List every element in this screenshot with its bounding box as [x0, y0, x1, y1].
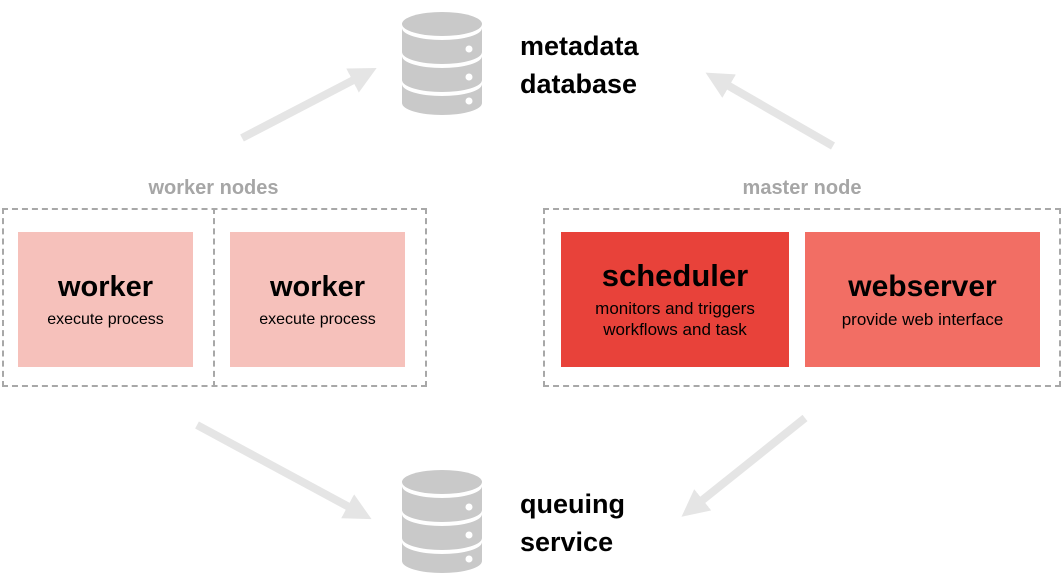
scheduler-subtitle: monitors and triggers workflows and task	[595, 298, 755, 340]
master-node-group-label: master node	[742, 177, 862, 199]
queuing-service-label-line1: queuing	[520, 489, 625, 519]
worker-1-box: worker execute process	[18, 232, 193, 367]
arrow-master-to-metadata-db	[705, 72, 835, 150]
arrow-workers-to-metadata-db	[240, 67, 377, 142]
metadata-database-label: metadata database	[520, 27, 639, 103]
worker-1-subtitle: execute process	[47, 310, 164, 328]
scheduler-subtitle-line1: monitors and triggers	[595, 299, 755, 318]
scheduler-title: scheduler	[601, 258, 749, 293]
database-icon	[402, 12, 482, 115]
worker-1-title: worker	[57, 270, 154, 303]
queuing-service-label: queuing service	[520, 485, 625, 561]
scheduler-subtitle-line2: workflows and task	[603, 320, 747, 339]
metadata-database-label-line2: database	[520, 69, 638, 99]
webserver-box: webserver provide web interface	[805, 232, 1040, 367]
arrow-master-to-queuing-service	[681, 414, 808, 517]
queuing-service-label-line2: service	[520, 527, 614, 557]
worker-2-box: worker execute process	[230, 232, 405, 367]
webserver-subtitle: provide web interface	[841, 309, 1004, 329]
worker-2-title: worker	[269, 270, 366, 303]
master-node-group-box	[543, 208, 1061, 387]
metadata-database-node: metadata database	[400, 11, 639, 115]
worker-nodes-group-divider	[213, 208, 215, 387]
worker-nodes-group-label: worker nodes	[148, 177, 279, 199]
arrow-workers-to-queuing-service	[195, 421, 372, 520]
webserver-title: webserver	[848, 269, 997, 303]
metadata-database-label-line1: metadata	[520, 31, 639, 61]
worker-2-subtitle: execute process	[259, 310, 376, 328]
database-icon	[402, 470, 482, 573]
scheduler-box: scheduler monitors and triggers workflow…	[561, 232, 789, 367]
queuing-service-node: queuing service	[400, 469, 625, 573]
